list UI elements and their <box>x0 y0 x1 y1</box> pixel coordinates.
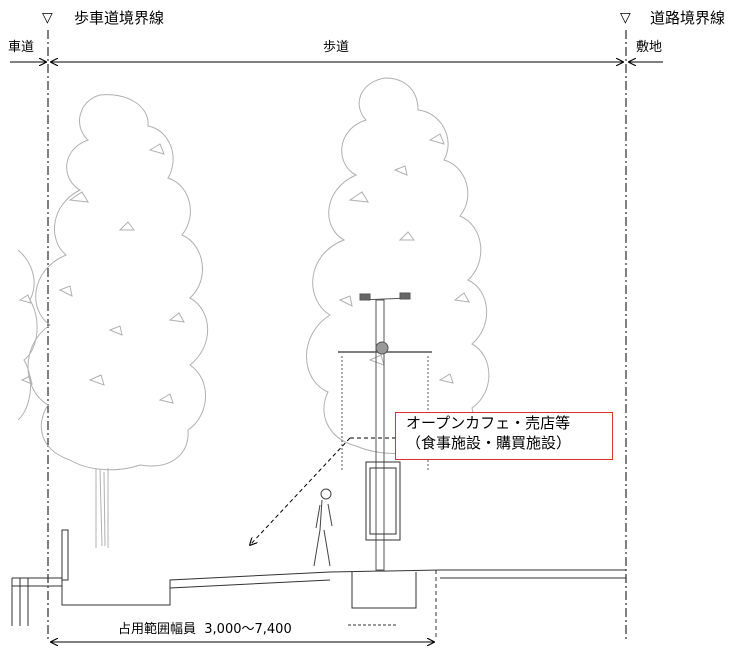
open-cafe-callout: オープンカフェ・売店等 （食事施設・購買施設） <box>395 412 613 460</box>
pedestrian-figure <box>313 488 333 567</box>
occupancy-width-value: 3,000〜7,400 <box>204 622 292 637</box>
tree-center <box>306 77 490 454</box>
site-label: 敷地 <box>636 40 663 55</box>
sidewalk-label: 歩道 <box>323 40 350 55</box>
callout-arrow <box>250 437 351 545</box>
occupancy-width-title: 占用範囲幅員 <box>118 622 197 637</box>
occupancy-width-label: 占用範囲幅員 3,000〜7,400 <box>116 622 294 638</box>
carriageway-label: 車道 <box>8 40 35 55</box>
tree-left <box>27 94 209 548</box>
callout-line-1: オープンカフェ・売店等 <box>406 414 571 432</box>
callout-line-2: （食事施設・購買施設） <box>406 434 572 452</box>
left-boundary-marker-icon: ▽ <box>42 10 53 26</box>
right-boundary-label: 道路境界線 <box>650 9 726 27</box>
ground-section <box>11 529 626 640</box>
right-boundary-marker-icon: ▽ <box>620 10 631 26</box>
tree-far-left <box>17 249 38 421</box>
left-boundary-label: 歩車道境界線 <box>74 9 165 27</box>
